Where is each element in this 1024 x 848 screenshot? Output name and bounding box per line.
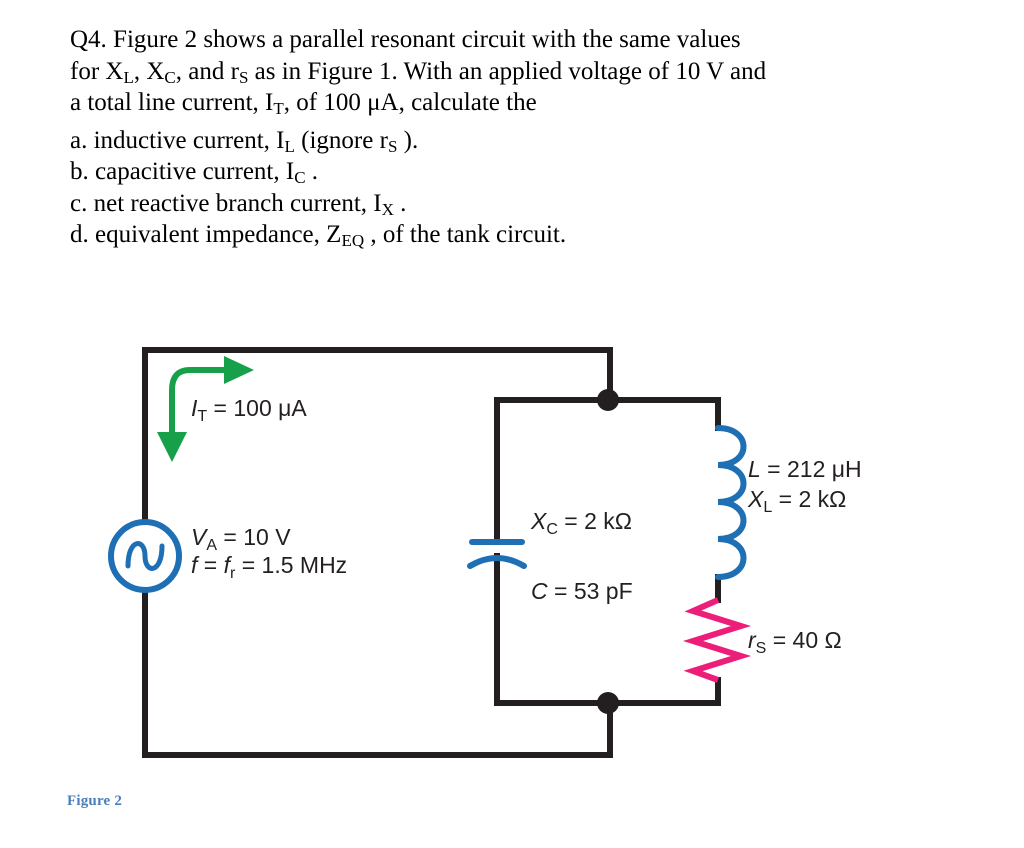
question-item-b: b. capacitive current, IC .: [70, 156, 770, 188]
label-source-voltage-sub: A: [206, 537, 217, 554]
inductor-coil-icon: [715, 425, 747, 580]
question-text-part-3: , and r: [175, 57, 239, 85]
label-xc-symbol: X: [530, 508, 548, 534]
item-text-a-after: (ignore r: [294, 126, 388, 154]
item-text-c-before: net reactive branch current, I: [93, 189, 382, 217]
item-text-d-end: , of the tank circuit.: [364, 221, 567, 248]
junction-dot-top: [597, 389, 619, 411]
label-xl-value: = 2 kΩ: [772, 486, 846, 512]
question-sub-items: a. inductive current, IL (ignore rS ). b…: [70, 125, 770, 251]
capacitor: [467, 539, 527, 569]
label-source-voltage: VA = 10 V: [191, 524, 291, 554]
label-rs-value: = 40 Ω: [766, 627, 841, 653]
label-rs-sub: S: [756, 640, 767, 657]
outer-loop-wires: [142, 347, 613, 758]
item-a-subscript-2: S: [387, 136, 398, 156]
question-item-a: a. inductive current, IL (ignore rS ).: [70, 125, 770, 157]
question-item-c: c. net reactive branch current, IX .: [70, 188, 770, 220]
label-frequency-value: = 1.5 MHz: [235, 552, 347, 578]
question-item-d: d. equivalent impedance, ZEQ , of the ta…: [70, 219, 770, 251]
label-frequency: f = fr = 1.5 MHz: [191, 552, 347, 582]
item-marker-c: c.: [70, 189, 88, 217]
subscript-S: S: [238, 67, 249, 87]
label-total-current: IT = 100 μA: [191, 395, 307, 425]
label-total-current-sub: T: [197, 408, 207, 425]
label-total-current-symbol: I: [191, 395, 198, 421]
label-xl-symbol: X: [747, 486, 765, 512]
label-rs-symbol: r: [748, 627, 757, 653]
item-text-a-before: inductive current, I: [93, 126, 285, 154]
item-c-subscript-1: X: [381, 199, 394, 219]
label-frequency-eq1: =: [197, 552, 223, 578]
question-text-part-5: , of 100 μA, calculate the: [283, 89, 537, 116]
label-frequency-symbol: f: [191, 552, 200, 578]
resistor-zigzag-icon: [682, 597, 752, 683]
ac-source-sine-icon: [125, 541, 165, 571]
subscript-C: C: [164, 67, 176, 87]
item-marker-a: a.: [70, 126, 88, 154]
item-a-subscript-1: L: [284, 136, 295, 156]
label-xc-value: = 2 kΩ: [558, 508, 632, 534]
item-text-b-before: capacitive current, I: [95, 158, 295, 185]
ac-voltage-source: [108, 519, 182, 593]
label-inductance-symbol: L: [748, 456, 761, 482]
label-inductance: L = 212 μH: [748, 456, 862, 482]
label-capacitance-symbol: C: [531, 578, 548, 604]
label-total-current-value: = 100 μA: [207, 395, 307, 421]
label-frequency-symbol2: f: [224, 552, 233, 578]
circuit-diagram: IT = 100 μA VA = 10 V f = fr = 1.5 MHz X…: [108, 347, 862, 758]
question-text-part-2: , X: [133, 57, 165, 85]
resistor: [682, 597, 752, 683]
label-coil-resistance: rS = 40 Ω: [748, 627, 842, 657]
inductor: [715, 425, 747, 580]
current-direction-arrow: [157, 356, 254, 462]
item-marker-b: b.: [70, 158, 89, 185]
current-arrow-path: [169, 367, 228, 438]
item-marker-d: d.: [70, 221, 89, 248]
label-source-voltage-value: = 10 V: [217, 524, 291, 550]
label-frequency-sub2: r: [230, 565, 236, 582]
capacitor-plate-curved: [467, 555, 527, 569]
item-text-b-end: .: [305, 158, 319, 185]
question-paragraph: Q4. Figure 2 shows a parallel resonant c…: [70, 24, 770, 119]
label-inductive-reactance: XL = 2 kΩ: [747, 486, 846, 516]
question-text-part-4: as in Figure 1. With an applied voltage …: [70, 57, 767, 117]
junction-dot-bottom: [597, 692, 619, 714]
figure-caption: Figure 2: [67, 793, 123, 809]
label-source-voltage-symbol: V: [191, 524, 209, 550]
item-text-c-end: .: [393, 189, 407, 217]
subscript-T: T: [273, 99, 284, 119]
label-xl-sub: L: [763, 499, 772, 516]
subscript-L: L: [123, 67, 134, 87]
question-text-part-1: Q4. Figure 2 shows a parallel resonant c…: [70, 26, 741, 85]
label-xc-sub: C: [546, 521, 558, 538]
item-b-subscript-1: C: [294, 168, 306, 188]
item-text-a-end: ).: [397, 126, 419, 154]
label-capacitive-reactance: XC = 2 kΩ: [530, 508, 632, 538]
question-block: Q4. Figure 2 shows a parallel resonant c…: [70, 24, 770, 251]
current-arrow-head-right: [224, 356, 254, 384]
item-d-subscript-1: EQ: [341, 231, 365, 251]
current-arrow-head-down: [157, 432, 187, 462]
label-capacitance: C = 53 pF: [531, 578, 633, 604]
item-text-d-before: equivalent impedance, Z: [95, 221, 342, 248]
label-capacitance-value: = 53 pF: [548, 578, 633, 604]
tank-circuit-wires: [494, 397, 721, 706]
label-inductance-value: = 212 μH: [761, 456, 862, 482]
